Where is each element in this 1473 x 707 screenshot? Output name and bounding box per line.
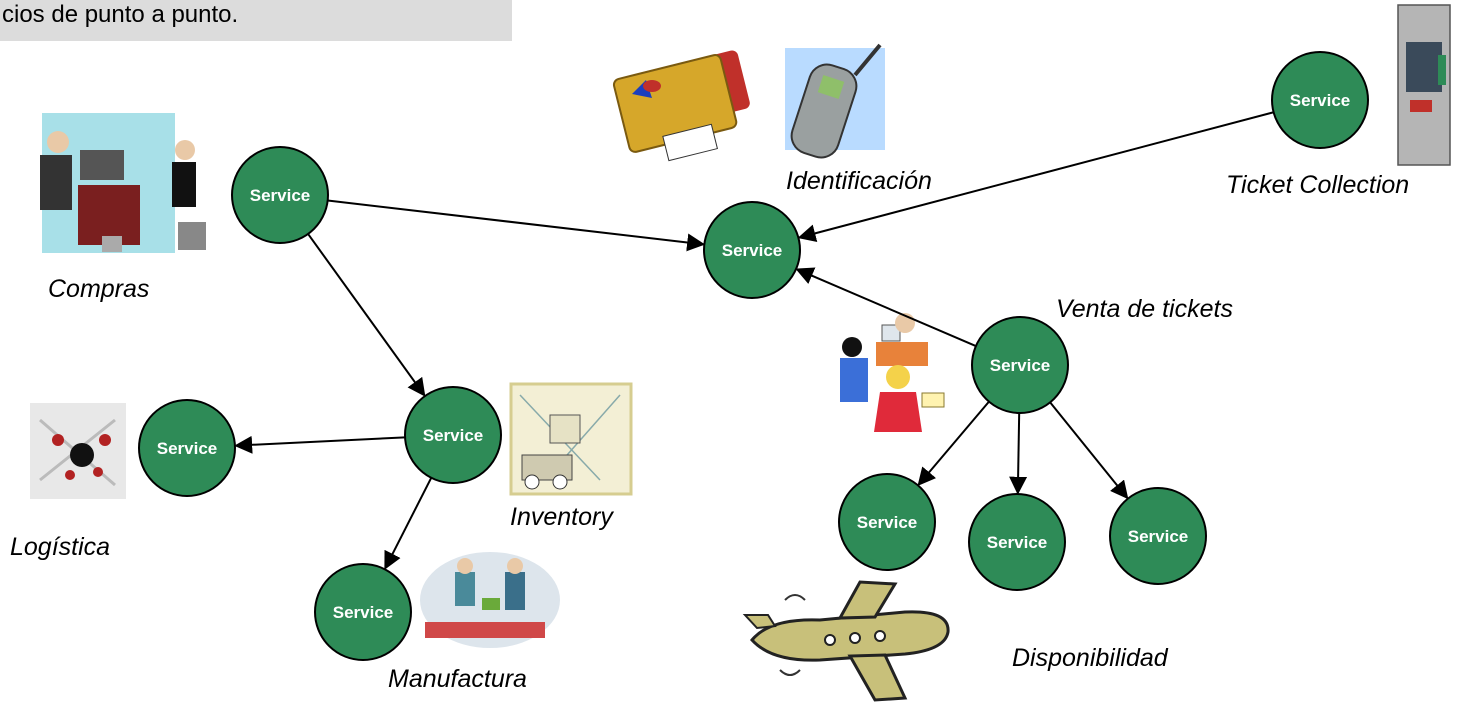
- nodes-layer: ServiceServiceServiceServiceServiceServi…: [138, 51, 1369, 661]
- service-node-label: Service: [157, 439, 218, 458]
- edge-ticket-collection-to-central: [797, 111, 1274, 243]
- mobile-phone-icon: [785, 43, 885, 159]
- label-identificacion: Identificación: [786, 167, 932, 195]
- service-node-label: Service: [250, 186, 311, 205]
- logistics-icon: [30, 403, 126, 499]
- service-node-disp-2[interactable]: Service: [968, 493, 1066, 591]
- ticket-machine-icon: [1397, 4, 1451, 166]
- service-node-disp-1[interactable]: Service: [838, 473, 936, 571]
- label-logistica: Logística: [10, 533, 111, 561]
- service-node-label: Service: [333, 603, 394, 622]
- service-node-circle: [404, 386, 502, 484]
- label-disponibilidad: Disponibilidad: [1012, 644, 1168, 672]
- service-node-label: Service: [423, 426, 484, 445]
- edge-venta-to-disp-1: [917, 400, 990, 486]
- service-node-circle: [231, 146, 329, 244]
- factory-workers-icon: [420, 552, 560, 648]
- warehouse-forklift-icon: [509, 382, 633, 496]
- service-node-label: Service: [1290, 91, 1351, 110]
- service-node-circle: [314, 563, 412, 661]
- service-node-circle: [1109, 487, 1207, 585]
- service-node-manufactura[interactable]: Service: [314, 563, 412, 661]
- label-manufactura: Manufactura: [388, 665, 527, 693]
- service-node-ticket-collection[interactable]: Service: [1271, 51, 1369, 149]
- edge-venta-to-disp-3: [1049, 401, 1129, 500]
- service-node-label: Service: [857, 513, 918, 532]
- service-node-circle: [138, 399, 236, 497]
- service-node-circle: [1271, 51, 1369, 149]
- service-node-circle: [971, 316, 1069, 414]
- service-node-circle: [703, 201, 801, 299]
- service-node-circle: [838, 473, 936, 571]
- edge-compras-to-central: [327, 199, 706, 252]
- label-ticket-collection: Ticket Collection: [1226, 171, 1410, 199]
- service-node-inventory[interactable]: Service: [404, 386, 502, 484]
- service-node-central[interactable]: Service: [703, 201, 801, 299]
- office-meeting-icon: [40, 113, 206, 253]
- slide-title: cios de punto a punto.: [0, 0, 512, 41]
- label-compras: Compras: [48, 275, 150, 303]
- service-node-circle: [968, 493, 1066, 591]
- edge-compras-to-inventory: [307, 233, 426, 397]
- service-node-compras[interactable]: Service: [231, 146, 329, 244]
- edge-inventory-to-logistica: [234, 435, 406, 454]
- edge-venta-to-disp-2: [1009, 412, 1028, 495]
- edges-layer: [234, 111, 1274, 570]
- airplane-icon: [742, 580, 950, 702]
- credit-cards-icon: [612, 50, 750, 162]
- label-inventory: Inventory: [510, 503, 613, 531]
- ticket-sales-icon: [840, 313, 945, 432]
- edge-inventory-to-manufactura: [384, 477, 433, 570]
- service-node-label: Service: [722, 241, 783, 260]
- label-venta-de-tickets: Venta de tickets: [1056, 295, 1233, 323]
- service-node-logistica[interactable]: Service: [138, 399, 236, 497]
- edge-venta-to-central: [795, 267, 977, 347]
- service-node-label: Service: [1128, 527, 1189, 546]
- service-node-disp-3[interactable]: Service: [1109, 487, 1207, 585]
- service-node-label: Service: [987, 533, 1048, 552]
- service-node-venta[interactable]: Service: [971, 316, 1069, 414]
- service-node-label: Service: [990, 356, 1051, 375]
